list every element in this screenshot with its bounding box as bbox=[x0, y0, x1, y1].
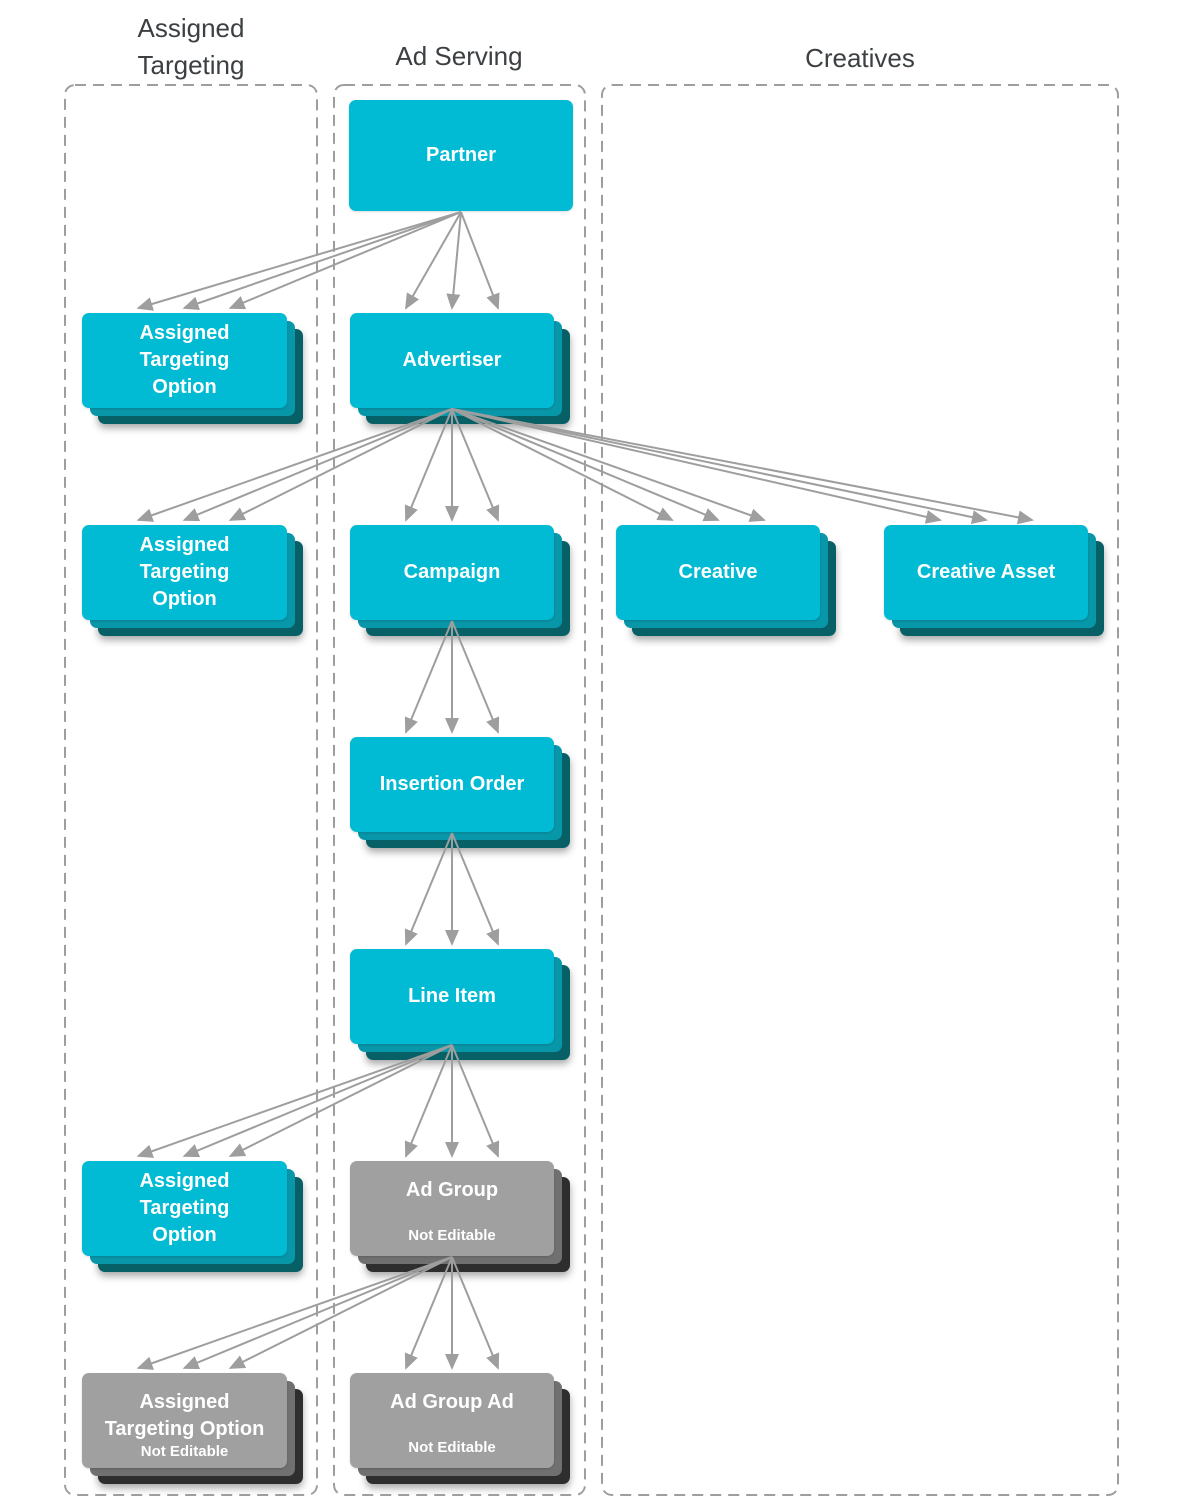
column-header-creatives: Creatives bbox=[805, 43, 915, 73]
node-label: Creative Asset bbox=[916, 561, 1056, 583]
edge-partner-to-advertiser bbox=[405, 211, 500, 310]
edge-line-item-to-ato-line-item bbox=[136, 1044, 453, 1158]
node-label: Creative bbox=[678, 561, 758, 583]
edge-advertiser-to-creative-asset bbox=[451, 408, 1034, 525]
node-face: Insertion Order bbox=[350, 737, 554, 832]
node-label: Ad Group bbox=[405, 1179, 499, 1201]
node-face: Creative Asset bbox=[884, 525, 1088, 620]
edge-advertiser-to-ato-campaign bbox=[136, 408, 453, 522]
node-face: Advertiser bbox=[350, 313, 554, 408]
edge-advertiser-to-campaign bbox=[404, 408, 500, 522]
node-face: Ad Group Ad Not Editable bbox=[350, 1373, 554, 1468]
node-face: Line Item bbox=[350, 949, 554, 1044]
edge-campaign-to-insertion-order bbox=[404, 620, 500, 734]
node-label: Campaign bbox=[403, 561, 501, 583]
node-label: Advertiser bbox=[402, 349, 502, 371]
edge-line-item-to-ad-group bbox=[404, 1044, 500, 1158]
column-header-assigned-targeting: Assigned Targeting bbox=[137, 13, 245, 80]
node-face: Partner bbox=[349, 100, 573, 211]
node-sublabel: Not Editable bbox=[408, 1227, 496, 1244]
column-outline-assigned-targeting bbox=[64, 84, 318, 1496]
edge-ad-group-to-ato-not-editable bbox=[136, 1256, 453, 1370]
node-label: Line Item bbox=[408, 985, 496, 1007]
node-label: Insertion Order bbox=[379, 773, 525, 795]
node-insertion-order: Insertion Order bbox=[350, 737, 570, 848]
node-line-item: Line Item bbox=[350, 949, 570, 1060]
edge-insertion-order-to-line-item bbox=[404, 832, 500, 946]
node-ad-group-ad: Ad Group Ad Not Editable bbox=[350, 1373, 570, 1484]
node-face: Campaign bbox=[350, 525, 554, 620]
node-sublabel: Not Editable bbox=[140, 1443, 229, 1460]
edge-ad-group-to-ad-group-ad bbox=[404, 1256, 500, 1370]
node-advertiser: Advertiser bbox=[350, 313, 570, 424]
node-creative: Creative bbox=[616, 525, 836, 636]
column-header-ad-serving: Ad Serving bbox=[395, 41, 523, 71]
edge-partner-to-ato-advertiser bbox=[136, 211, 462, 311]
node-creative-asset: Creative Asset bbox=[884, 525, 1104, 636]
column-outline-creatives bbox=[601, 84, 1119, 1496]
node-sublabel: Not Editable bbox=[408, 1439, 496, 1456]
node-label: Partner bbox=[425, 144, 497, 166]
node-face: Creative bbox=[616, 525, 820, 620]
node-partner: Partner bbox=[349, 100, 573, 211]
edge-advertiser-to-creative bbox=[451, 408, 766, 522]
node-label: Ad Group Ad bbox=[390, 1391, 514, 1413]
node-campaign: Campaign bbox=[350, 525, 570, 636]
